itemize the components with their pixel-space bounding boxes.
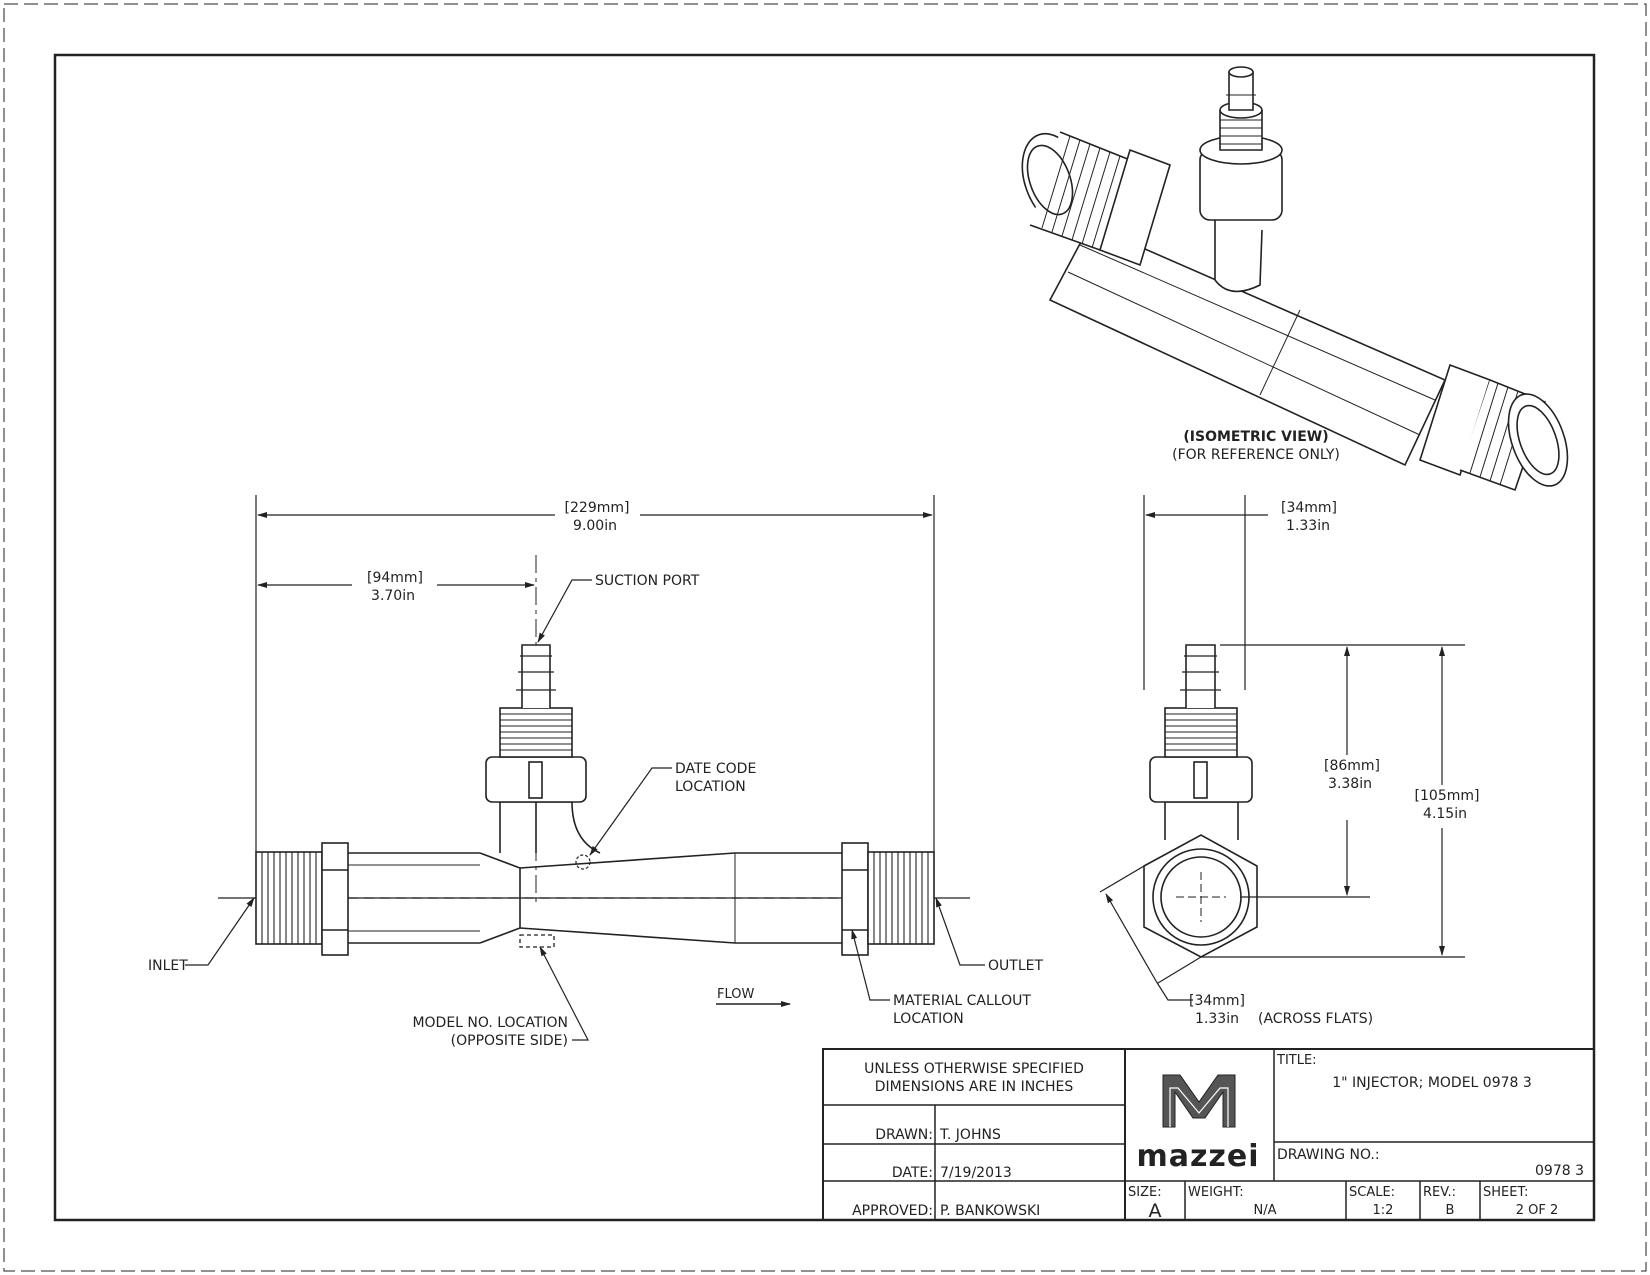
sheet-value: 2 OF 2 — [1516, 1203, 1559, 1218]
weight-value: N/A — [1254, 1203, 1277, 1218]
dim-flats-note: (ACROSS FLATS) — [1258, 1011, 1373, 1027]
sheet-label: SHEET: — [1483, 1185, 1528, 1200]
dim-port-mm: [94mm] — [367, 570, 423, 586]
model-no-line2: (OPPOSITE SIDE) — [451, 1033, 568, 1049]
dim-port-in: 3.70in — [371, 588, 415, 604]
dim-height-total-mm: [105mm] — [1415, 788, 1480, 804]
rev-label: REV.: — [1423, 1185, 1456, 1200]
size-label: SIZE: — [1128, 1185, 1162, 1200]
dim-height-total-in: 4.15in — [1423, 806, 1467, 822]
scale-label: SCALE: — [1349, 1185, 1395, 1200]
weight-label: WEIGHT: — [1188, 1185, 1244, 1200]
front-dimensions — [185, 495, 985, 1041]
side-view — [1143, 644, 1258, 958]
isometric-view — [1021, 66, 1569, 492]
dim-height-port-mm: [86mm] — [1324, 758, 1380, 774]
rev-value: B — [1446, 1203, 1455, 1218]
notes-line1: UNLESS OTHERWISE SPECIFIED — [864, 1061, 1084, 1077]
mazzei-logo-icon — [1162, 1074, 1236, 1128]
outer-dashed-border — [3, 3, 1647, 1272]
model-no-line1: MODEL NO. LOCATION — [412, 1015, 568, 1031]
title-block-texts: UNLESS OTHERWISE SPECIFIED DIMENSIONS AR… — [852, 1053, 1584, 1222]
title-label: TITLE: — [1276, 1053, 1317, 1068]
dim-side-width-in: 1.33in — [1286, 518, 1330, 534]
outlet-label: OUTLET — [988, 958, 1043, 974]
approved-label: APPROVED: — [852, 1203, 933, 1219]
dim-flats-mm: [34mm] — [1189, 993, 1245, 1009]
date-code-label-line2: LOCATION — [675, 779, 746, 795]
dimension-texts: [229mm] 9.00in [94mm] 3.70in [34mm] 1.33… — [367, 500, 1479, 1027]
dim-overall-mm: [229mm] — [565, 500, 630, 516]
dim-flats-in: 1.33in — [1195, 1011, 1239, 1027]
side-dimensions — [1099, 495, 1465, 1001]
approved-value: P. BANKOWSKI — [940, 1203, 1040, 1219]
suction-port-label: SUCTION PORT — [595, 573, 700, 589]
material-callout-line2: LOCATION — [893, 1011, 964, 1027]
date-value: 7/19/2013 — [940, 1165, 1012, 1181]
labels: SUCTION PORT DATE CODE LOCATION INLET OU… — [148, 429, 1340, 1049]
isometric-subtitle: (FOR REFERENCE ONLY) — [1172, 447, 1340, 463]
drawing-no-value: 0978 3 — [1535, 1163, 1584, 1179]
front-view — [218, 555, 970, 956]
date-label: DATE: — [892, 1165, 933, 1181]
scale-value: 1:2 — [1373, 1203, 1394, 1218]
dim-side-width-mm: [34mm] — [1281, 500, 1337, 516]
drawn-label: DRAWN: — [875, 1127, 933, 1143]
inner-frame — [53, 53, 1596, 1222]
logo-text: mazzei — [1136, 1139, 1259, 1174]
drawn-value: T. JOHNS — [939, 1127, 1001, 1143]
dim-overall-in: 9.00in — [573, 518, 617, 534]
notes-line2: DIMENSIONS ARE IN INCHES — [875, 1079, 1074, 1095]
title-value: 1" INJECTOR; MODEL 0978 3 — [1332, 1075, 1532, 1091]
isometric-title: (ISOMETRIC VIEW) — [1183, 429, 1328, 445]
material-callout-line1: MATERIAL CALLOUT — [893, 993, 1031, 1009]
dim-height-port-in: 3.38in — [1328, 776, 1372, 792]
drawing-no-label: DRAWING NO.: — [1277, 1147, 1380, 1163]
title-block-frame — [822, 1048, 1595, 1221]
flow-label: FLOW — [717, 987, 754, 1002]
inlet-label: INLET — [148, 958, 188, 974]
size-value: A — [1149, 1200, 1162, 1222]
date-code-label-line1: DATE CODE — [675, 761, 756, 777]
